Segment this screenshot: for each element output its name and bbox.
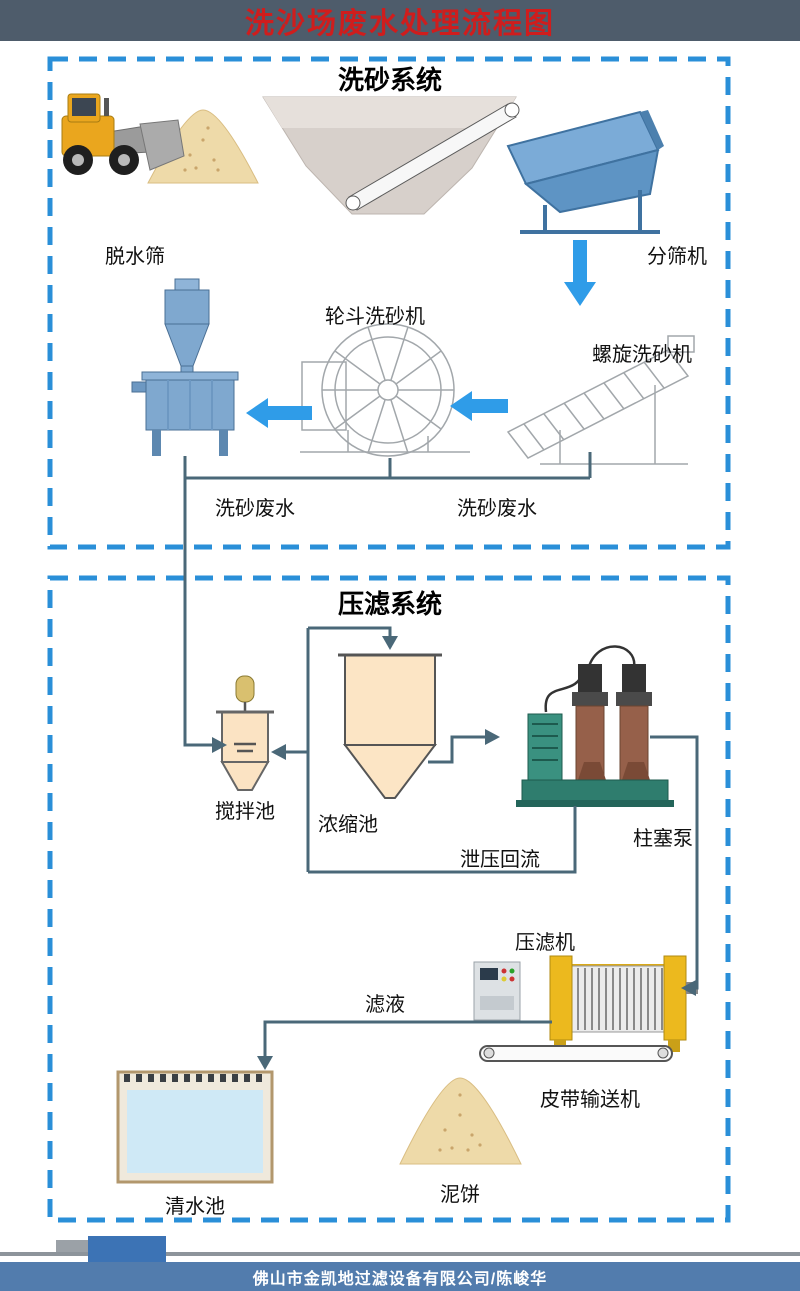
spiral-washer-image [506, 335, 695, 465]
mud-cake-image [399, 1077, 522, 1165]
footer-company-text: 佛山市金凯地过滤设备有限公司/陈峻华 [252, 1270, 548, 1288]
wheel-loader-image [61, 93, 185, 175]
page-title: 洗沙场废水处理流程图 [244, 7, 555, 40]
wash-system-box [47, 56, 731, 550]
label-separating-screen: 分筛机 [647, 246, 707, 268]
footer-divider-line [0, 1252, 800, 1256]
label-wastewater-left: 洗砂废水 [215, 498, 295, 520]
footer-blue-block [88, 1236, 166, 1262]
label-clear-water-tank: 清水池 [165, 1196, 225, 1218]
wash-system-title: 洗砂系统 [337, 65, 443, 95]
label-spiral-washer: 螺旋洗砂机 [592, 344, 692, 366]
press-system-title: 压滤系统 [337, 589, 443, 619]
footer-gray-block [56, 1240, 90, 1253]
label-plunger-pump: 柱塞泵 [633, 828, 693, 850]
clear-water-tank-image [116, 1070, 274, 1184]
footer-bar: 佛山市金凯地过滤设备有限公司/陈峻华 [0, 1262, 800, 1291]
label-mud-cake: 泥饼 [440, 1184, 480, 1206]
label-relief-return: 泄压回流 [460, 849, 540, 871]
label-filtrate: 滤液 [365, 994, 405, 1016]
header-bar: 洗沙场废水处理流程图 [0, 0, 800, 41]
filter-press-image [473, 955, 698, 1052]
label-wheel-washer: 轮斗洗砂机 [325, 306, 425, 328]
belt-conveyor-image [479, 1045, 673, 1062]
press-system-box [47, 575, 731, 1223]
blue-arrows [246, 240, 596, 428]
wheel-washer-image [300, 323, 470, 457]
arrow-screen-to-spiral [564, 240, 596, 306]
arrow-spiral-to-wheel [450, 391, 508, 421]
arrow-wheel-to-dewater [246, 398, 312, 428]
plunger-pump-image [516, 645, 674, 807]
label-wastewater-right: 洗砂废水 [457, 498, 537, 520]
label-thickener: 浓缩池 [318, 814, 378, 836]
label-dewatering-screen: 脱水筛 [105, 246, 165, 268]
flow-lines [183, 452, 699, 1056]
feed-hopper-conveyor-image [262, 96, 520, 215]
screening-machine-image [506, 110, 664, 234]
dewatering-machine-image [131, 278, 239, 456]
thickener-image [338, 653, 442, 799]
label-mixing-tank: 搅拌池 [215, 801, 275, 823]
flow-arrowheads [212, 636, 696, 1070]
label-belt-conveyor: 皮带输送机 [540, 1089, 640, 1111]
label-filter-press: 压滤机 [515, 932, 575, 954]
mixing-tank-image [216, 675, 274, 791]
